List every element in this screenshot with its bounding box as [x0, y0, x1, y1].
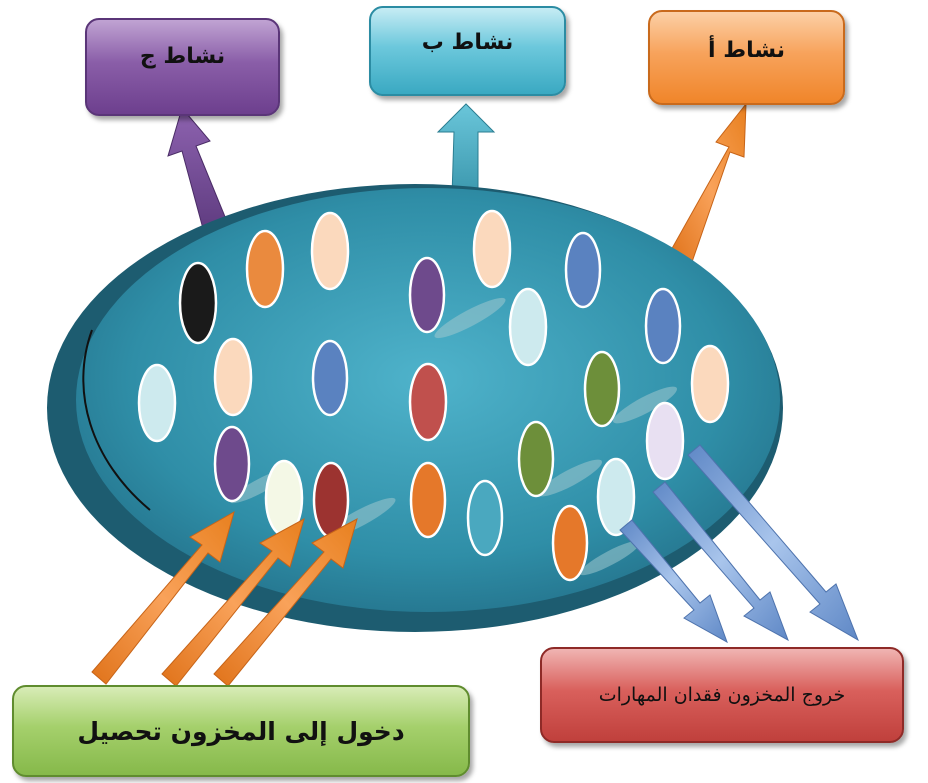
activity-b-box: نشاط ب	[369, 6, 566, 96]
activity-a-box: نشاط أ	[648, 10, 845, 105]
token-orange	[247, 231, 283, 307]
token-blue	[646, 289, 680, 363]
token-red	[410, 364, 446, 440]
token-green	[585, 352, 619, 426]
token-orange	[553, 506, 587, 580]
token-orange	[411, 463, 445, 537]
token-lightblue	[510, 289, 546, 365]
token-lightblue	[139, 365, 175, 441]
token-darkred	[314, 463, 348, 537]
arrow-to-activity-a	[670, 104, 746, 262]
arrow-to-activity-b	[438, 104, 494, 196]
token-blue	[566, 233, 600, 307]
exit-label: خروج المخزون فقدان المهارات	[599, 684, 846, 706]
token-blue	[313, 341, 347, 415]
activity-a-label: نشاط أ	[708, 38, 785, 63]
arrow-to-activity-c	[168, 108, 228, 236]
token-lavender	[647, 403, 683, 479]
token-purple	[215, 427, 249, 501]
token-peach	[312, 213, 348, 289]
token-purple	[410, 258, 444, 332]
token-peach	[474, 211, 510, 287]
entry-label: دخول إلى المخزون تحصيل	[77, 717, 404, 746]
token-peach	[215, 339, 251, 415]
exit-box: خروج المخزون فقدان المهارات	[540, 647, 904, 743]
activity-b-label: نشاط ب	[422, 30, 514, 55]
activity-c-label: نشاط ج	[140, 44, 225, 69]
token-green	[519, 422, 553, 496]
token-teal	[468, 481, 502, 555]
activity-c-box: نشاط ج	[85, 18, 280, 116]
token-black	[180, 263, 216, 343]
token-peach	[692, 346, 728, 422]
entry-box: دخول إلى المخزون تحصيل	[12, 685, 470, 777]
